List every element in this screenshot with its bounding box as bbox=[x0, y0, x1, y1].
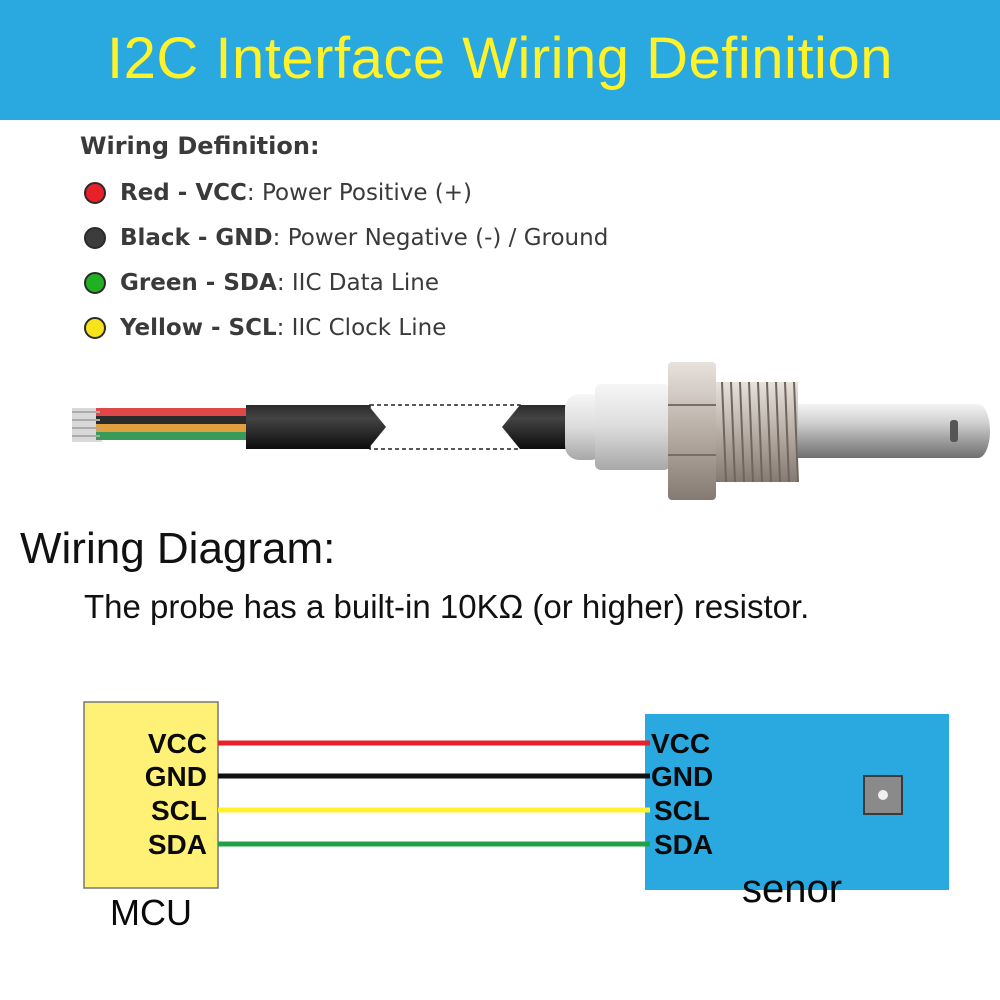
wiring-definition-heading: Wiring Definition: bbox=[80, 132, 320, 160]
definition-label: Black - GND bbox=[120, 225, 273, 251]
mcu-caption: MCU bbox=[110, 892, 192, 933]
resistor-note: The probe has a built-in 10KΩ (or higher… bbox=[84, 588, 810, 625]
mcu-box bbox=[83, 701, 219, 889]
thread-ridge bbox=[766, 381, 772, 483]
wiring-diagram-heading: Wiring Diagram: bbox=[20, 524, 336, 573]
thread-ridge bbox=[748, 381, 754, 483]
mcu-pin-scl: SCL bbox=[151, 795, 207, 826]
black-dot-icon bbox=[84, 227, 106, 249]
sensor-caption: senor bbox=[742, 867, 843, 911]
sensor-pin-gnd: GND bbox=[651, 761, 713, 792]
thread-ridge bbox=[793, 381, 799, 483]
wire-leads bbox=[72, 408, 248, 442]
yellow-dot-icon bbox=[84, 317, 106, 339]
thread bbox=[716, 381, 799, 483]
definition-label: Yellow - SCL bbox=[120, 315, 277, 341]
definition-desc: : Power Negative (-) / Ground bbox=[272, 225, 609, 251]
thread-ridge bbox=[739, 381, 745, 483]
thread-ridge bbox=[721, 381, 727, 483]
probe-illustration bbox=[72, 362, 990, 500]
definition-item-yellow: Yellow - SCL : IIC Clock Line bbox=[84, 311, 446, 345]
probe-cable bbox=[246, 404, 580, 450]
thread-ridge bbox=[775, 381, 781, 483]
page-title: I2C Interface Wiring Definition bbox=[107, 26, 893, 91]
green-dot-icon bbox=[84, 272, 106, 294]
thread-ridge bbox=[730, 381, 736, 483]
sensor-pin-sda: SDA bbox=[654, 829, 713, 860]
sensor-pin-vcc: VCC bbox=[651, 728, 710, 759]
definition-label: Red - VCC bbox=[120, 180, 247, 206]
mcu-pin-sda: SDA bbox=[148, 829, 207, 860]
definition-desc: : Power Positive (+) bbox=[246, 180, 473, 206]
definition-desc: : IIC Data Line bbox=[276, 270, 439, 296]
sensor-pin-scl: SCL bbox=[654, 795, 710, 826]
probe-tube bbox=[798, 404, 990, 458]
definition-item-black: Black - GND : Power Negative (-) / Groun… bbox=[84, 221, 608, 255]
thread-ridge bbox=[757, 381, 763, 483]
hex-nut bbox=[668, 362, 716, 500]
cable-gland bbox=[565, 384, 670, 470]
definition-desc: : IIC Clock Line bbox=[276, 315, 447, 341]
definition-label: Green - SDA bbox=[120, 270, 277, 296]
red-dot-icon bbox=[84, 182, 106, 204]
mcu-pin-gnd: GND bbox=[145, 761, 207, 792]
definition-item-red: Red - VCC : Power Positive (+) bbox=[84, 176, 472, 210]
sensor-port-icon bbox=[878, 790, 888, 800]
title-banner: I2C Interface Wiring Definition bbox=[0, 0, 1000, 120]
mcu-pin-vcc: VCC bbox=[148, 728, 207, 759]
definition-item-green: Green - SDA : IIC Data Line bbox=[84, 266, 439, 300]
thread-ridge bbox=[784, 381, 790, 483]
wiring-diagram: VCC GND SCL SDA VCC GND SCL SDA bbox=[83, 701, 949, 890]
